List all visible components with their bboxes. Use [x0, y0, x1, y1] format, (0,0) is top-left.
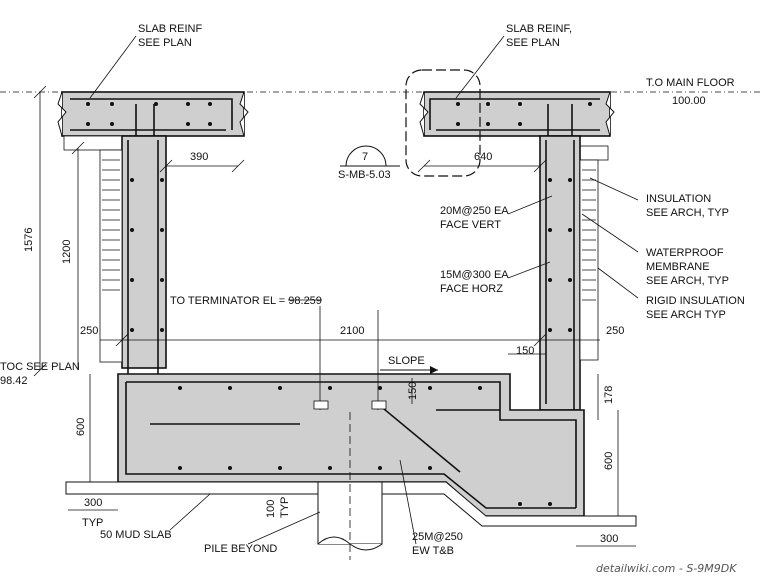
- waterproof-label-2: MEMBRANE: [646, 261, 710, 273]
- right-slab-top-bar: [429, 98, 600, 130]
- slope-label: SLOPE: [388, 355, 425, 367]
- typ-100-label: TYP: [279, 497, 291, 518]
- rigid-insulation-label-1: RIGID INSULATION: [646, 295, 745, 307]
- bottom-bar-label-1: 25M@250: [412, 531, 463, 543]
- waterproof-label-3: SEE ARCH, TYP: [646, 275, 729, 287]
- dim-150-top: 150: [516, 345, 534, 357]
- left-wall-insulation: [99, 149, 123, 363]
- mud-slab-label: 50 MUD SLAB: [100, 529, 172, 541]
- detail-number: 7: [362, 151, 368, 163]
- dim-100: 100: [265, 500, 277, 518]
- toc-label-1: TOC SEE PLAN: [0, 361, 80, 373]
- dim-390: 390: [190, 151, 208, 163]
- watermark: detailwiki.com - S-9M9DK: [596, 562, 737, 575]
- dim-640: 640: [474, 151, 492, 163]
- dim-250-left: 250: [80, 325, 98, 337]
- right-slab-break-l: [419, 91, 429, 137]
- dim-600-right: 600: [603, 452, 615, 470]
- dim-178: 178: [603, 386, 615, 404]
- dim-300-right: 300: [600, 533, 618, 545]
- insulation-label-2: SEE ARCH, TYP: [646, 207, 729, 219]
- rebar-dots: [86, 102, 592, 506]
- horz-bar-label-1: 15M@300 EA: [440, 269, 509, 281]
- base-bottom-bar: [125, 382, 576, 509]
- slab-reinf-left-1: SLAB REINF: [138, 23, 202, 35]
- vert-bar-label-1: 20M@250 EA: [440, 205, 509, 217]
- terminator-label: TO TERMINATOR EL = 98.259: [170, 295, 322, 307]
- right-insulation-hatch: [582, 169, 596, 301]
- detail-callout-box: [405, 69, 481, 177]
- dim-2100: 2100: [340, 325, 364, 337]
- detail-bubble: [345, 145, 387, 167]
- base-slope-bar: [377, 403, 461, 473]
- slab-reinf-right-1: SLAB REINF,: [506, 23, 572, 35]
- slab-reinf-right-2: SEE PLAN: [506, 37, 560, 49]
- to-main-floor: T.O MAIN FLOOR: [646, 77, 735, 89]
- dim-150-mid: 150: [407, 382, 419, 400]
- waterproof-label-1: WATERPROOF: [646, 247, 724, 259]
- right-slab-insulation: [577, 145, 609, 161]
- insulation-label-1: INSULATION: [646, 193, 711, 205]
- right-slab-break-r: [605, 91, 615, 137]
- detail-sheet: S-MB-5.03: [338, 169, 391, 181]
- leader-lines: [89, 35, 639, 545]
- left-slab-break: [57, 91, 67, 137]
- pile-beyond-label: PILE BEYOND: [204, 543, 277, 555]
- main-floor-elevation: 100.00: [672, 95, 706, 107]
- dim-1200: 1200: [61, 240, 73, 264]
- rigid-insulation-label-2: SEE ARCH TYP: [646, 309, 726, 321]
- dimension-lines: [33, 85, 636, 547]
- dim-250-right: 250: [606, 325, 624, 337]
- slab-reinf-left-2: SEE PLAN: [138, 37, 192, 49]
- left-slab-insulation: [63, 135, 123, 151]
- bottom-bar-label-2: EW T&B: [412, 545, 454, 557]
- vert-bar-label-2: FACE VERT: [440, 219, 501, 231]
- left-slab-break-r: [239, 91, 249, 137]
- mud-slab: [65, 481, 637, 527]
- horz-bar-label-2: FACE HORZ: [440, 283, 503, 295]
- base-top-bar: [126, 381, 577, 508]
- terminator-right: [371, 400, 387, 410]
- dim-1576: 1576: [23, 228, 35, 252]
- dim-600-left: 600: [75, 418, 87, 436]
- left-slab-top-bar: [70, 98, 233, 130]
- dim-300-left: 300: [84, 497, 102, 509]
- left-insulation-hatch: [102, 159, 120, 291]
- terminator-left: [313, 400, 329, 410]
- toc-label-2: 98.42: [0, 375, 28, 387]
- slope-arrowhead: [430, 366, 438, 374]
- typ-left-label: TYP: [82, 517, 103, 529]
